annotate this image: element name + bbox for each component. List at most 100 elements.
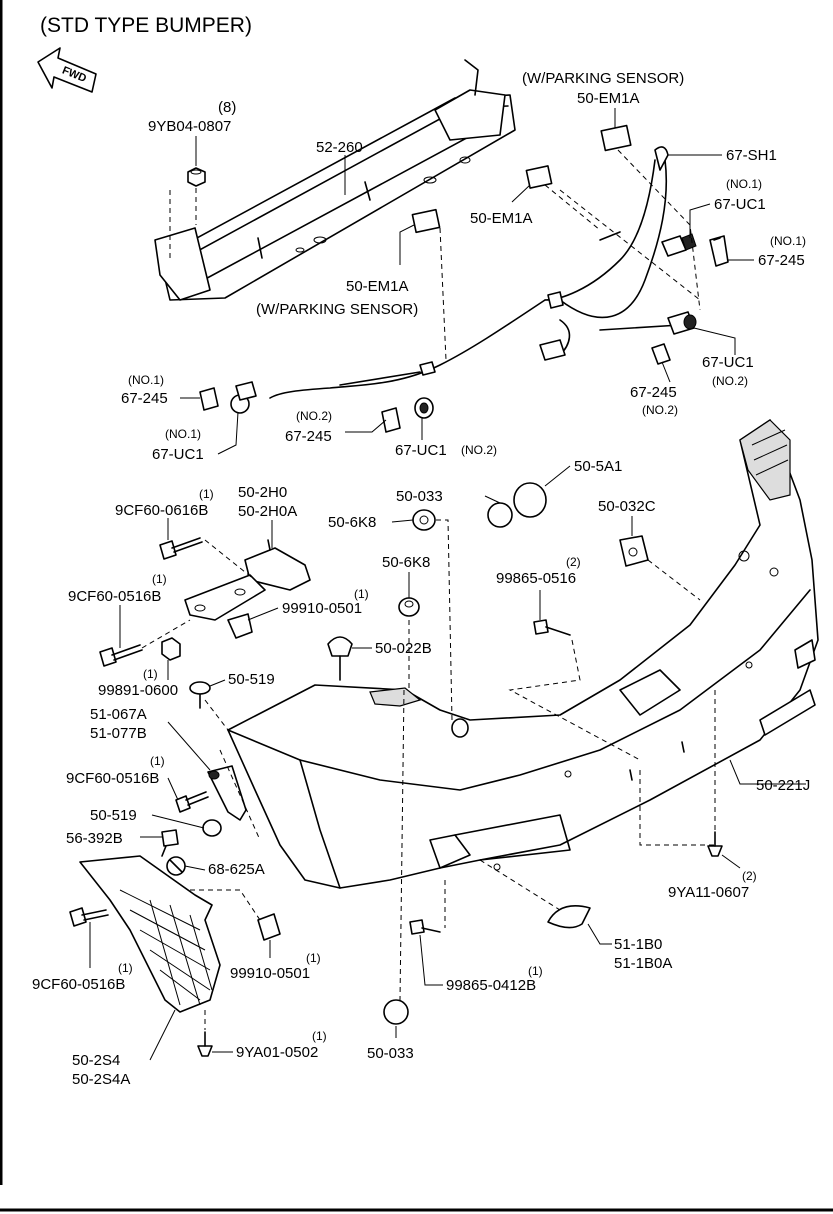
label-51-077b: 51-077B (90, 725, 147, 742)
label-99865-0516: 99865-0516 (496, 570, 576, 587)
label-67-245-center: 67-245 (285, 428, 332, 445)
retainer-67-245-no2-center (381, 407, 401, 433)
leader-68-625a (184, 865, 206, 871)
mud-guard-50-2s4 (79, 855, 221, 1013)
label-50-032c: 50-032C (598, 498, 656, 515)
label-no1-uc1-left: (NO.1) (165, 427, 201, 441)
bolt-9cf60-0516b-mid (175, 791, 209, 813)
grommet-50-6k8-b (398, 597, 420, 617)
sensor-67-uc1-no1-right (661, 233, 697, 257)
cap-50-5a1 (513, 482, 547, 518)
dash-bracket (204, 539, 256, 581)
label-99891-0600: 99891-0600 (98, 682, 178, 699)
diagram-title: (STD TYPE BUMPER) (40, 14, 252, 37)
nut-99891-0600 (161, 637, 181, 661)
label-50-em1a-left: 50-EM1A (346, 278, 409, 295)
label-no2-uc1-right: (NO.2) (712, 374, 748, 388)
bumper-reinforcement-beam (154, 59, 516, 301)
label-67-uc1-left: 67-UC1 (152, 446, 204, 463)
nut-9yb04-0807 (187, 167, 206, 187)
leader-50-2s4 (149, 1009, 176, 1061)
leader-51-067a (167, 721, 211, 771)
label-50-519-b: 50-519 (90, 807, 137, 824)
label-50-519-a: 50-519 (228, 671, 275, 688)
leader-67-245-center (345, 419, 387, 433)
label-50-2h0a: 50-2H0A (238, 503, 297, 520)
label-99865-0412b: 99865-0412B (446, 977, 536, 994)
label-99910-0501-b: 99910-0501 (230, 965, 310, 982)
label-67-245-right: 67-245 (758, 252, 805, 269)
qty-2-b: (2) (742, 869, 757, 883)
label-50-5a1: 50-5A1 (574, 458, 622, 475)
label-9cf60-0516b-b: 9CF60-0516B (66, 770, 159, 787)
bracket-50-2h0 (184, 539, 311, 621)
cap-50-033-top (487, 502, 513, 528)
label-67-uc1-no2-right: 67-UC1 (702, 354, 754, 371)
label-67-245-no2-right: 67-245 (630, 384, 677, 401)
label-9yb04-0807: 9YB04-0807 (148, 118, 231, 135)
label-no1-uc1-right: (NO.1) (726, 177, 762, 191)
em1a-pad-top (600, 124, 632, 152)
leader-9ya11 (721, 854, 741, 869)
dash-reflector (479, 859, 561, 911)
clip-50-519-top (189, 681, 211, 709)
label-51-1b0: 51-1B0 (614, 936, 662, 953)
qty-1-h: (1) (312, 1029, 327, 1043)
label-50-221j: 50-221J (756, 777, 810, 794)
dash-bolt-top (141, 619, 191, 649)
bumper-fascia-50-221j (227, 419, 819, 889)
bolt-9cf60-0516b-top (99, 644, 143, 667)
dash-mudguard (190, 889, 261, 921)
label-50-033-a: 50-033 (396, 488, 443, 505)
label-50-2s4a: 50-2S4A (72, 1071, 130, 1088)
clip-50-022b (327, 636, 353, 681)
clip-50-519-mid (202, 819, 222, 837)
qty-8: (8) (218, 99, 236, 116)
leader-50-6k8-a (391, 519, 414, 523)
clip-99910-0501-top (227, 613, 253, 639)
qty-1-i: (1) (528, 964, 543, 978)
label-50-6k8-b: 50-6K8 (382, 554, 430, 571)
label-68-625a: 68-625A (208, 861, 265, 878)
bolt-9cf60-0616b (159, 537, 203, 560)
leader-67-uc1-left (217, 411, 239, 455)
screw-99865-0516 (533, 619, 571, 636)
label-no1-245-left: (NO.1) (128, 373, 164, 387)
em1a-pad-left (411, 208, 441, 234)
dash-em1a-mid (544, 184, 601, 231)
reflector-51-1b0 (547, 905, 591, 929)
label-50-em1a-mid: 50-EM1A (470, 210, 533, 227)
leader-51-1b0 (587, 923, 612, 945)
dash-50-519 (204, 699, 229, 731)
leader-50-5a1 (544, 465, 571, 487)
grommet-50-6k8-a (412, 509, 436, 531)
leader-50-221j (729, 759, 806, 785)
label-no2-245-right: (NO.2) (642, 403, 678, 417)
label-50-033-b: 50-033 (367, 1045, 414, 1062)
dash-em1a-left (439, 227, 447, 361)
parking-sensor-harness (269, 146, 681, 399)
label-50-6k8-a: 50-6K8 (328, 514, 376, 531)
dash-fascia-box (639, 770, 715, 846)
label-51-067a: 51-067A (90, 706, 147, 723)
rivet-9ya11-0607 (707, 831, 723, 857)
sensor-67-uc1-no1-left (230, 381, 257, 414)
label-50-2h0: 50-2H0 (238, 484, 287, 501)
label-50-022b: 50-022B (375, 640, 432, 657)
label-no1-245-right: (NO.1) (770, 234, 806, 248)
qty-1-a: (1) (199, 487, 214, 501)
retainer-67-245-no2-right (651, 343, 671, 365)
dash-em1a-top (617, 149, 701, 311)
label-67-uc1-right: 67-UC1 (714, 196, 766, 213)
cap-50-033-bottom (383, 999, 409, 1025)
forward-arrow-icon: FWD (37, 47, 97, 93)
leader-67-uc1-no2-right (693, 327, 736, 355)
label-51-1b0a: 51-1B0A (614, 955, 672, 972)
label-99910-0501-a: 99910-0501 (282, 600, 362, 617)
label-50-2s4: 50-2S4 (72, 1052, 120, 1069)
dash-center-down (399, 689, 405, 1001)
label-9cf60-0616b: 9CF60-0616B (115, 502, 208, 519)
sensor-67-uc1-no2-center (414, 397, 434, 419)
label-9ya11-0607: 9YA11-0607 (668, 884, 749, 901)
